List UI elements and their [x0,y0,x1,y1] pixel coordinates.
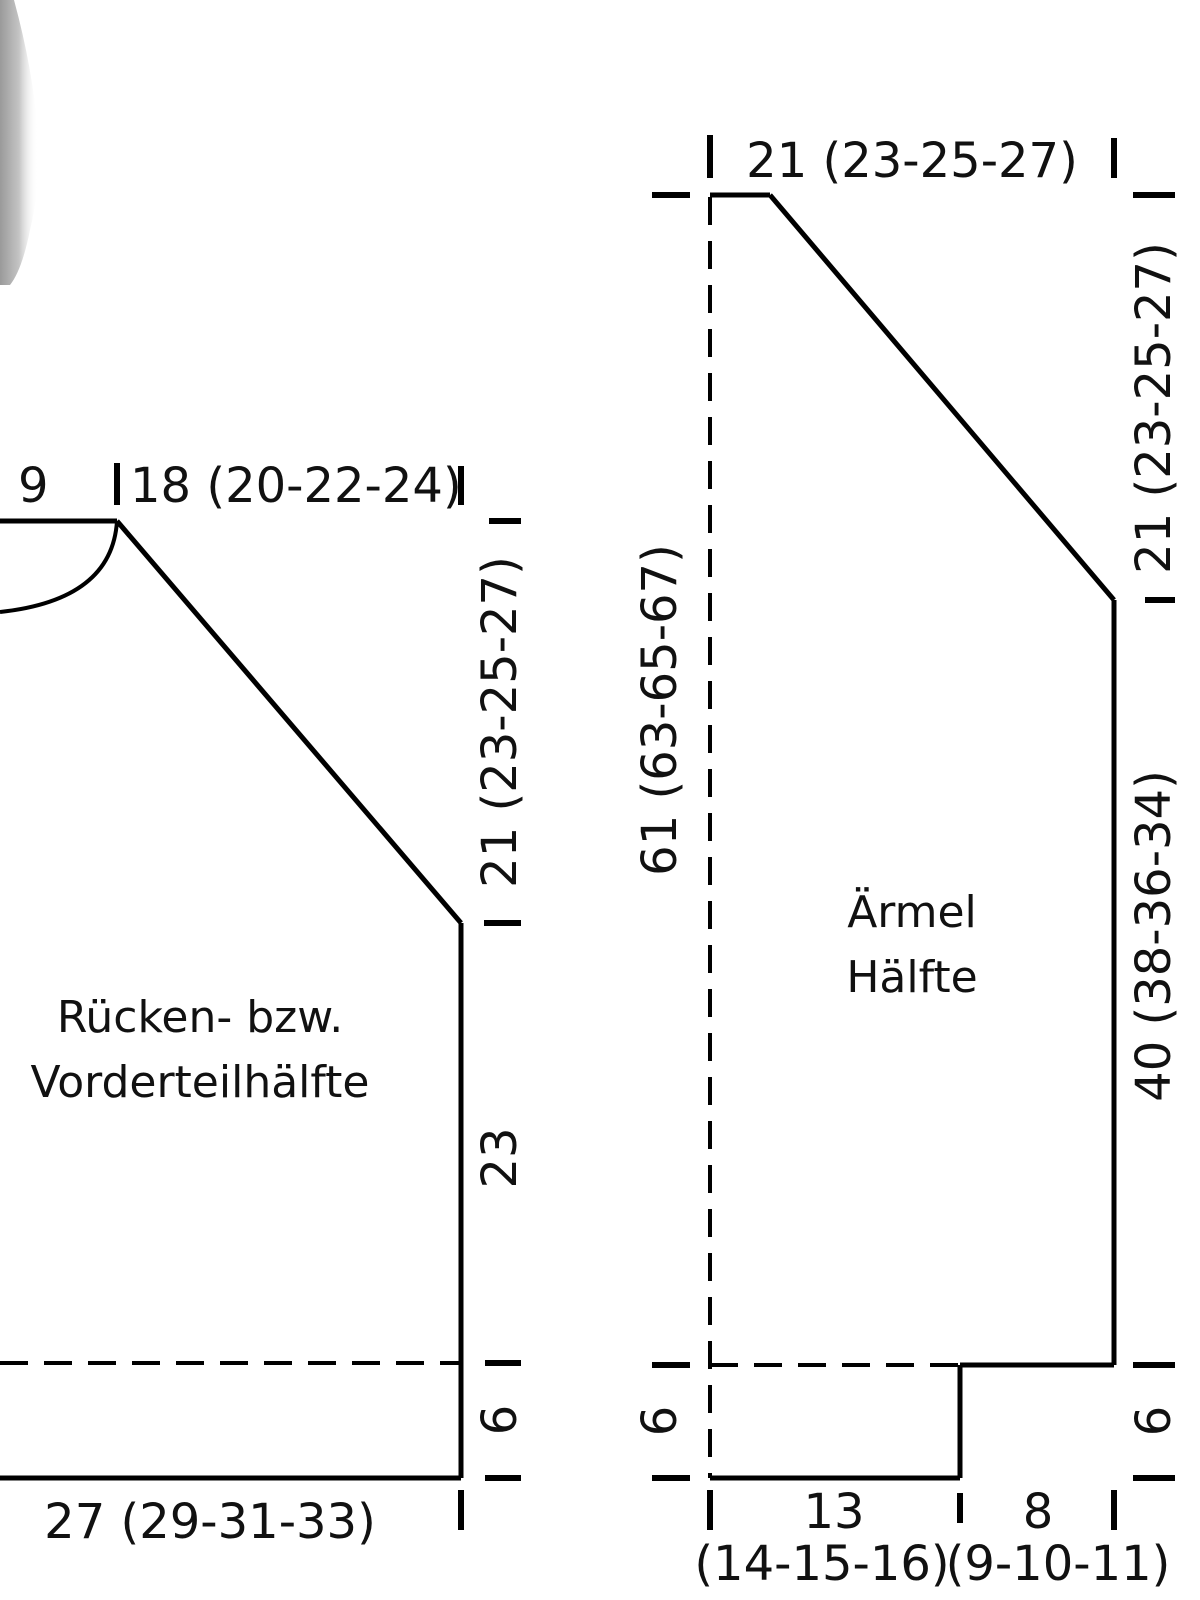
cropped-fragment [0,0,39,285]
sleeve-rib-height-right-label: 6 [1126,1406,1182,1437]
piece-label-line2: Vorderteilhälfte [31,1057,370,1108]
sleeve-rib-height-left-label: 6 [632,1406,688,1437]
sleeve-length-label: 40 (38-36-34) [1126,770,1182,1102]
cuff-width-label: 13 [803,1484,864,1540]
back-front-piece: 9 18 (20-22-24) 21 (23-25-27) 23 6 27 (2… [0,458,528,1550]
cuff-width-sizes-label: (14-15-16) [694,1536,949,1592]
increase-width-label: 8 [1023,1484,1054,1540]
raglan-height-label: 21 (23-25-27) [472,556,528,888]
sleeve-raglan-height-label: 21 (23-25-27) [1126,242,1182,574]
sleeve-raglan-line [768,193,1116,602]
sleeve-piece: 21 (23-25-27) 61 (63-65-67) 21 (23-25-27… [632,133,1182,1592]
sleeve-top-width-label: 21 (23-25-27) [746,133,1078,189]
shoulder-width-label: 18 (20-22-24) [130,458,462,514]
bottom-width-label: 27 (29-31-33) [44,1494,376,1550]
sleeve-label-line1: Ärmel [847,886,977,938]
rib-height-label: 6 [472,1405,528,1436]
body-height-label: 23 [472,1127,528,1188]
raglan-line [115,519,463,925]
sleeve-total-height-label: 61 (63-65-67) [632,544,688,876]
increase-width-sizes-label: (9-10-11) [946,1536,1171,1592]
neckline-curve [0,520,119,614]
neck-width-label: 9 [18,458,49,514]
piece-label-line1: Rücken- bzw. [57,992,343,1043]
sleeve-label-line2: Hälfte [846,952,977,1003]
